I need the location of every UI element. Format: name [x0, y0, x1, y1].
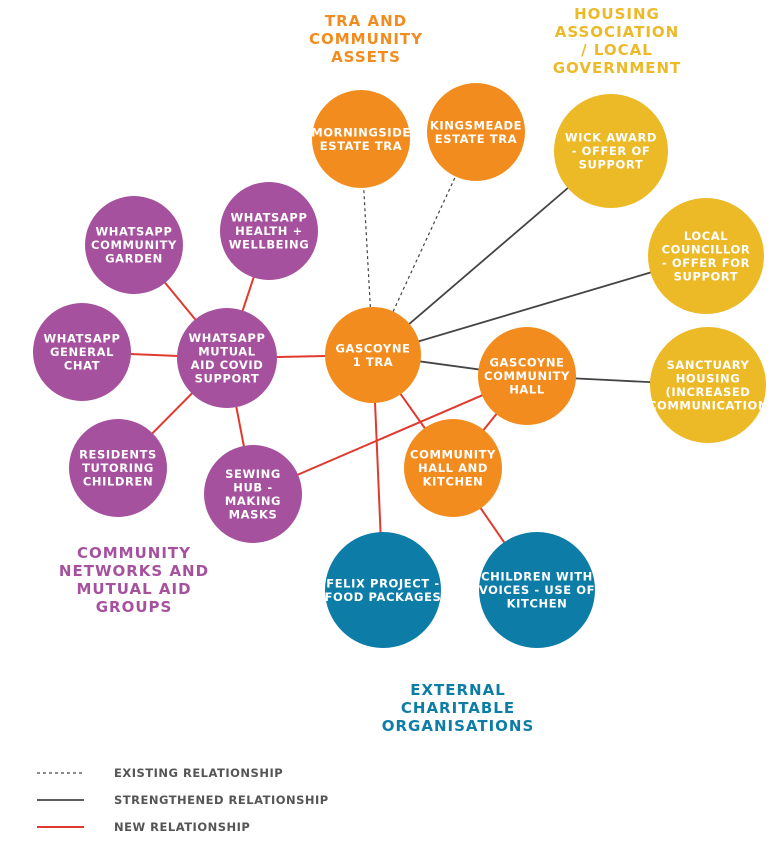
node-circle: [204, 445, 302, 543]
legend-label-existing: EXISTING RELATIONSHIP: [114, 766, 283, 780]
legend-label-strengthened: STRENGTHENED RELATIONSHIP: [114, 793, 329, 807]
node-circle: [427, 83, 525, 181]
node-circle: [312, 90, 410, 188]
node-circle: [554, 94, 668, 208]
legend-label-new: NEW RELATIONSHIP: [114, 820, 250, 834]
node-circle: [33, 303, 131, 401]
node-label: FELIX PROJECT -FOOD PACKAGES: [325, 576, 442, 604]
node-circle: [85, 196, 183, 294]
node-circle: [404, 419, 502, 517]
node-circle: [478, 327, 576, 425]
node-circle: [479, 532, 595, 648]
node-circle: [650, 327, 766, 443]
node-circle: [177, 308, 277, 408]
legend: EXISTING RELATIONSHIP STRENGTHENED RELATI…: [37, 766, 329, 834]
node-felix: FELIX PROJECT -FOOD PACKAGES: [325, 532, 442, 648]
node-circle: [648, 198, 764, 314]
node-circle: [325, 532, 441, 648]
node-circle: [69, 419, 167, 517]
node-circle: [325, 307, 421, 403]
node-circle: [220, 182, 318, 280]
edge-community-hall-to-sewing: [252, 375, 528, 495]
